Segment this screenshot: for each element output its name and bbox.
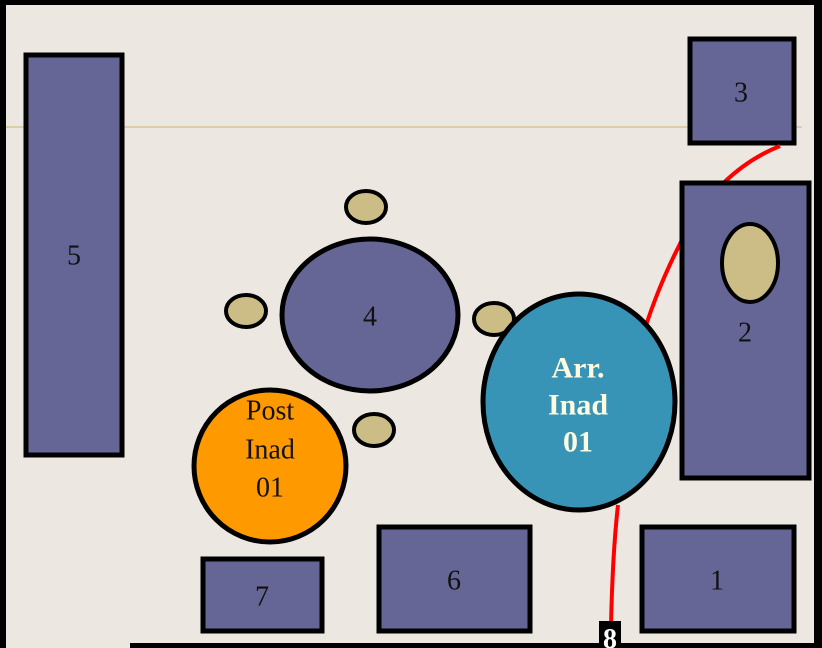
door-label: 8 (603, 624, 617, 648)
bottom-wall (130, 643, 822, 648)
station-6[interactable]: 6 (376, 524, 533, 634)
station-5[interactable]: 5 (23, 52, 125, 458)
station-label: 1 (710, 566, 724, 597)
station-label: 3 (734, 78, 748, 109)
door-8[interactable]: 8 (599, 621, 621, 648)
chair-left[interactable] (224, 293, 268, 329)
station-label: 5 (67, 241, 81, 272)
station-label: 2 (738, 318, 752, 349)
post-line-1: Post (246, 396, 294, 427)
station-label: 6 (447, 566, 461, 597)
station-3[interactable]: 3 (687, 36, 797, 146)
arrival-line-1: Arr. (551, 352, 604, 385)
chair-bottom[interactable] (352, 412, 396, 448)
station-label: 4 (363, 302, 377, 333)
chair-top[interactable] (344, 189, 388, 225)
post-zone[interactable]: Post Inad 01 (191, 387, 349, 545)
arrival-line-3: 01 (563, 426, 593, 459)
station-2-seat[interactable] (720, 222, 780, 304)
station-4[interactable]: 4 (279, 236, 461, 394)
station-7[interactable]: 7 (200, 556, 325, 634)
station-1[interactable]: 1 (639, 524, 797, 634)
floor-bottom-left (6, 640, 130, 648)
arrival-line-2: Inad (548, 389, 608, 422)
station-label: 7 (255, 582, 269, 613)
station-2[interactable]: 2 (679, 180, 812, 481)
post-line-2: Inad (245, 435, 295, 466)
post-line-3: 01 (256, 473, 284, 504)
arrival-zone[interactable]: Arr. Inad 01 (480, 291, 678, 513)
